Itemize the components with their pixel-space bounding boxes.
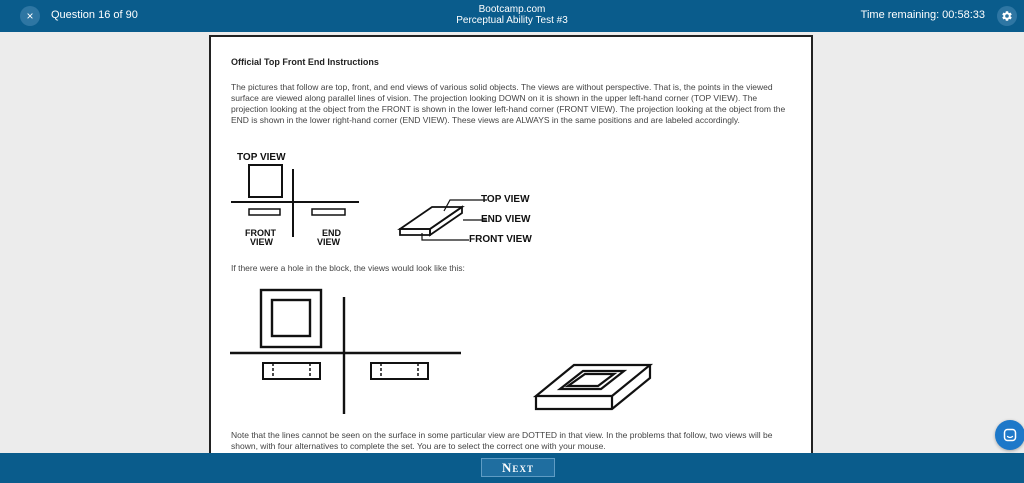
fig1-top-view-square: [248, 164, 283, 198]
fig2-front-view: [262, 362, 321, 380]
top-bar: × Question 16 of 90 Bootcamp.com Percept…: [0, 0, 1024, 32]
instructions-heading: Official Top Front End Instructions: [231, 57, 379, 67]
question-counter: Question 16 of 90: [51, 9, 138, 21]
bottom-bar: Next: [0, 453, 1024, 483]
close-icon: ×: [26, 9, 34, 23]
instructions-paragraph-dotted: Note that the lines cannot be seen on th…: [231, 430, 773, 451]
settings-button[interactable]: [997, 6, 1017, 26]
fig1-isometric-block: [397, 205, 465, 237]
fig1-callout-front-view: FRONT VIEW: [469, 234, 532, 245]
fig1-callout-end-view: END VIEW: [481, 214, 531, 225]
fig1-front-view-label-line1: FRONT: [245, 228, 276, 238]
test-title: Bootcamp.com Perceptual Ability Test #3: [412, 4, 612, 26]
fig1-end-view-label-line1: END: [322, 228, 342, 238]
figure-basic-block: TOP VIEW FRONT VIEW END VIEW: [231, 152, 487, 247]
instructions-paragraph-hole: If there were a hole in the block, the v…: [231, 263, 465, 273]
chat-button[interactable]: [995, 420, 1024, 450]
chat-icon: [1003, 428, 1017, 442]
test-name: Perceptual Ability Test #3: [456, 15, 568, 26]
fig1-callout-top-view: TOP VIEW: [481, 194, 530, 205]
next-button[interactable]: Next: [481, 458, 555, 477]
fig1-front-view-rect: [248, 208, 281, 216]
fig1-leader-lines: [421, 199, 487, 241]
fig2-top-view: [259, 288, 323, 349]
site-name: Bootcamp.com: [478, 4, 546, 15]
fig1-end-view-rect: [311, 208, 346, 216]
fig1-end-view-label-line2: VIEW: [317, 237, 341, 247]
gear-icon: [1002, 11, 1012, 21]
fig1-front-view-label-line2: VIEW: [250, 237, 274, 247]
instructions-paragraph-intro: The pictures that follow are top, front,…: [231, 82, 786, 125]
close-button[interactable]: ×: [20, 6, 40, 26]
figure-block-with-hole: [230, 288, 654, 414]
fig2-end-view: [370, 362, 429, 380]
fig2-isometric-block: [532, 363, 654, 411]
fig1-top-view-label: TOP VIEW: [237, 152, 286, 163]
instructions-panel: Official Top Front End Instructions The …: [209, 35, 813, 453]
time-remaining: Time remaining: 00:58:33: [860, 9, 985, 21]
